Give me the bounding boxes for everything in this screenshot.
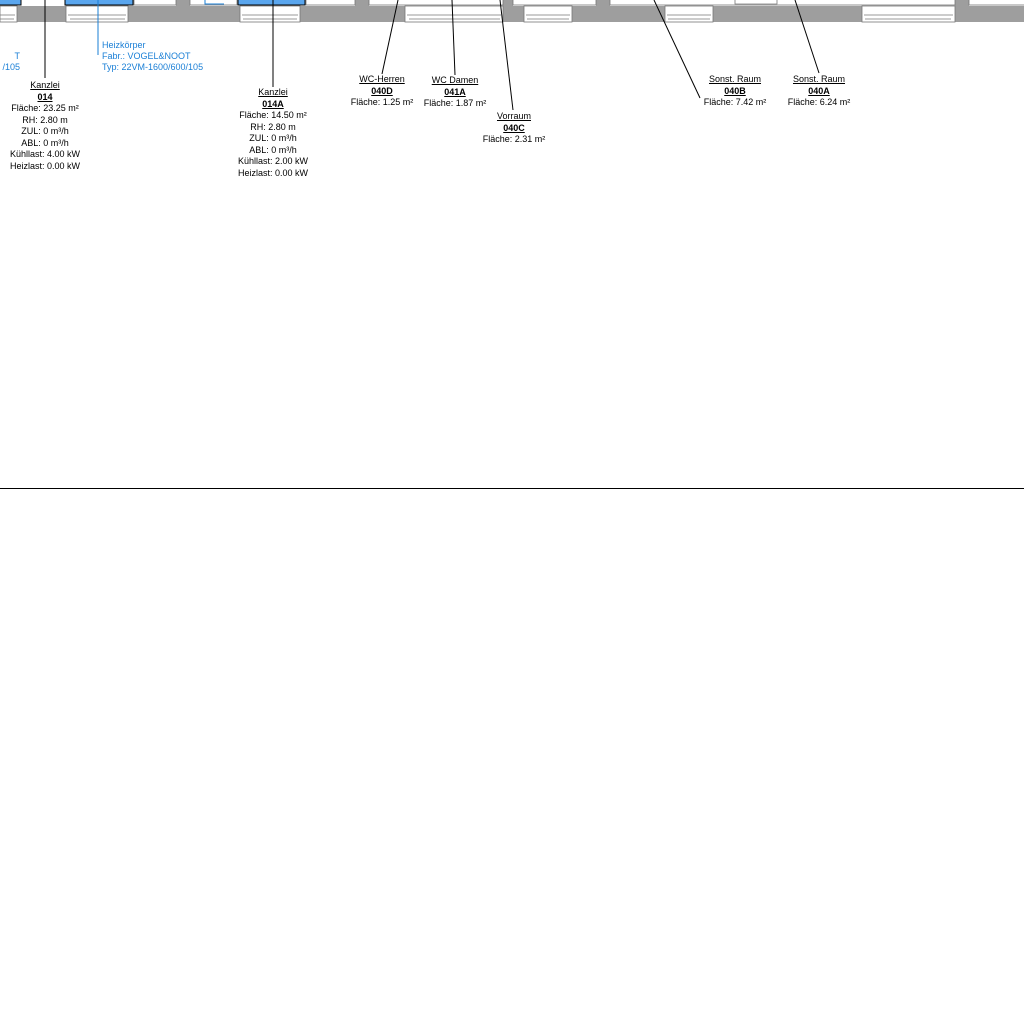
room-name: WC Damen [431, 75, 479, 85]
note-line: T [14, 51, 21, 61]
room-area: Fläche: 23.25 m² [11, 103, 79, 113]
room-supply-air: ZUL: 0 m³/h [249, 133, 297, 143]
room-name: Sonst. Raum [708, 74, 762, 84]
room-area: Fläche: 1.25 m² [350, 97, 414, 107]
room-tag[interactable]: Kanzlei 014 Fläche: 23.25 m² RH: 2.80 m … [10, 80, 80, 172]
room-tag[interactable]: Sonst. Raum 040A Fläche: 6.24 m² [788, 74, 851, 109]
note-line: Fabr.: VOGEL&NOOT [102, 51, 191, 61]
room-number: 040A [808, 85, 830, 96]
room-height: RH: 2.80 m [22, 114, 68, 125]
room-outlines [133, 0, 1024, 6]
room-area: Fläche: 14.50 m² [239, 110, 307, 120]
room-number: 040C [503, 122, 525, 133]
room-number: 014A [262, 98, 284, 109]
room-tag[interactable]: WC Damen 041A Fläche: 1.87 m² [424, 75, 487, 110]
radiator-note: Heizkörper Fabr.: VOGEL&NOOT Typ: 22VM-1… [102, 40, 203, 73]
room-supply-air: ZUL: 0 m³/h [21, 126, 69, 136]
room-number: 014 [37, 91, 53, 102]
room-name: Kanzlei [30, 80, 60, 90]
room-tag[interactable]: Kanzlei 014A Fläche: 14.50 m² RH: 2.80 m… [238, 87, 308, 179]
room-cooling-load: Kühllast: 2.00 kW [237, 156, 309, 166]
room-number: 040D [371, 85, 393, 96]
room-tag[interactable]: Sonst. Raum 040B Fläche: 7.42 m² [704, 74, 767, 109]
room-tag-leaders [44, 0, 820, 111]
room-tag[interactable]: WC-Herren 040D Fläche: 1.25 m² [351, 74, 414, 109]
room-area: Fläche: 2.31 m² [482, 134, 546, 144]
room-name: Sonst. Raum [792, 74, 846, 84]
room-heating-load: Heizlast: 0.00 kW [237, 167, 309, 178]
note-line: Heizkörper [102, 40, 146, 50]
room-cooling-load: Kühllast: 4.00 kW [9, 149, 81, 159]
room-name: Vorraum [496, 111, 531, 121]
room-area: Fläche: 1.87 m² [423, 98, 487, 108]
room-name: WC-Herren [359, 74, 405, 84]
room-area: Fläche: 6.24 m² [787, 97, 851, 107]
note-line: /105 [2, 62, 20, 72]
room-name: Kanzlei [258, 87, 288, 97]
radiators [0, 0, 306, 6]
radiator-note-cut: T /105 [0, 51, 20, 73]
room-number: 041A [444, 86, 466, 97]
note-line: Typ: 22VM-1600/600/105 [102, 62, 204, 72]
partition-walls [176, 0, 969, 6]
windows [0, 5, 956, 23]
room-exhaust-air: ABL: 0 m³/h [21, 137, 69, 148]
room-tag[interactable]: Vorraum 040C Fläche: 2.31 m² [483, 111, 546, 146]
room-number: 040B [724, 85, 746, 96]
room-heating-load: Heizlast: 0.00 kW [9, 160, 81, 171]
room-height: RH: 2.80 m [250, 121, 296, 132]
room-exhaust-air: ABL: 0 m³/h [249, 144, 297, 155]
room-area: Fläche: 7.42 m² [703, 97, 767, 107]
pipe-symbol [204, 0, 224, 5]
